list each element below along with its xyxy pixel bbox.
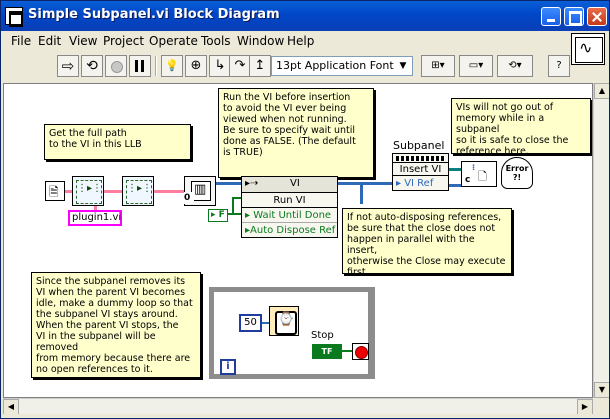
toolbar: 13pt Application Font ▼ ⊞▾ ▭▾ ⟲▾ ? [3,53,570,79]
vi-ref-wire[interactable] [449,184,461,187]
font-select-value: 13pt Application Font [276,59,394,72]
stop-condition-icon[interactable] [352,343,369,360]
note-dispose[interactable]: If not auto-disposing references, be sur… [342,208,512,278]
vi-ref-wire[interactable] [216,182,242,185]
bool-wire[interactable] [232,197,241,199]
path-wire[interactable] [104,190,122,193]
step-out-icon[interactable] [249,55,271,77]
maximize-button[interactable] [564,7,584,26]
bool-wire[interactable] [342,350,352,352]
stop-button-terminal[interactable]: TF [312,344,342,359]
reorder-icon[interactable]: ⟲▾ [497,55,533,77]
menu-tools[interactable]: Tools [201,34,231,48]
menu-operate[interactable]: Operate [149,34,198,48]
step-into-icon[interactable] [209,55,231,77]
wait-ms-icon[interactable] [269,306,299,336]
vertical-scrollbar[interactable]: ▲ ▼ [593,83,609,398]
bool-wire[interactable] [232,197,234,214]
vi-ref-wire[interactable] [338,182,392,185]
run-continuous-icon[interactable] [81,55,103,77]
vi-ref-wire[interactable] [360,182,363,204]
stop-label: Stop [311,330,334,341]
scroll-right-icon[interactable]: ▶ [577,399,593,415]
close-ref-glyph-icon: ⁝ [472,163,476,172]
build-path-icon[interactable] [122,176,154,206]
document-icon: 🗋 [478,170,487,183]
vi-ref-param: ▸ VI Ref [396,178,434,189]
menu-project[interactable]: Project [103,34,145,48]
path-wire[interactable] [94,204,97,212]
vi-connector-icon[interactable] [571,33,605,65]
close-button[interactable] [587,7,607,26]
subpanel-reference-bar [396,156,445,161]
run-vi-param-wait-until-done: ▸ Wait Until Done [242,209,337,223]
menu-help[interactable]: Help [287,34,315,48]
note-run-vi[interactable]: Run the VI before insertion to avoid the… [218,88,374,178]
highlight-execution-icon[interactable] [161,55,183,77]
plugin-path-constant[interactable]: plugin1.vi [68,210,122,226]
retain-wire-values-icon[interactable] [185,55,207,77]
block-diagram-canvas[interactable]: Get the full path to the VI in this LLB … [3,83,593,398]
subpanel-label: Subpanel [393,139,445,152]
menu-view[interactable]: View [69,34,98,48]
zero-constant[interactable]: 0 [184,192,194,204]
font-select[interactable]: 13pt Application Font ▼ [271,56,413,76]
abort-icon[interactable] [105,55,127,77]
labview-block-diagram-icon [5,7,23,27]
run-vi-invoke-node[interactable]: ▸⇢ VI Run VI ▸ Wait Until Done ▸Auto Dis… [241,176,338,238]
subpanel-ref-wire[interactable] [449,168,461,171]
align-objects-icon[interactable]: ⊞▾ [421,55,455,77]
note-dummy-loop[interactable]: Since the subpanel removes its VI when t… [31,272,201,378]
path-wire[interactable] [65,190,73,193]
scroll-up-icon[interactable]: ▲ [594,83,609,99]
run-vi-param-auto-dispose-ref: ▸Auto Dispose Ref [245,225,336,236]
close-ref-label: c [465,175,471,185]
bool-wire[interactable] [226,213,241,215]
toolbar-separator [155,56,157,76]
close-reference-icon[interactable]: ⁝ c 🗋 [461,161,497,187]
menu-edit[interactable]: Edit [38,34,62,48]
help-icon[interactable]: ? [548,55,570,77]
path-wire[interactable] [154,190,184,193]
run-vi-node-header: ▸⇢ VI [242,177,337,193]
false-constant[interactable]: ▸ F [208,209,228,222]
reference-arrow-icon: ▸⇢ [245,178,259,189]
title-bar[interactable]: Simple Subpanel.vi Block Diagram [1,1,609,31]
window-title: Simple Subpanel.vi Block Diagram [28,7,280,22]
while-loop[interactable]: 50 i Stop TF [209,287,375,379]
menu-bar: File Edit View Project Operate Tools Win… [3,31,569,52]
wait-ms-constant[interactable]: 50 [239,314,262,332]
subpanel-insert-vi-node[interactable]: Insert VI ▸ VI Ref [392,153,449,191]
note-memory[interactable]: VIs will not go out of memory while in a… [451,98,591,157]
note-full-path[interactable]: Get the full path to the VI in this LLB [44,124,191,160]
minimize-button[interactable] [541,7,561,26]
horizontal-scrollbar[interactable]: ◀ ▶ [3,398,593,415]
run-icon[interactable] [57,55,79,77]
run-vi-node-method: Run VI [242,194,337,208]
insert-vi-method: Insert VI [393,162,448,176]
scroll-down-icon[interactable]: ▼ [594,382,609,398]
open-vi-reference-icon[interactable] [184,176,216,206]
menu-window[interactable]: Window [237,34,285,48]
chevron-down-icon: ▼ [399,61,407,71]
current-vi-path-icon[interactable] [45,181,65,204]
distribute-objects-icon[interactable]: ▭▾ [459,55,493,77]
simple-error-handler-icon[interactable]: Error ?! [501,157,533,189]
strip-path-icon[interactable] [72,176,104,206]
scroll-left-icon[interactable]: ◀ [3,399,19,415]
iteration-terminal[interactable]: i [220,359,236,375]
run-vi-node-class: VI [290,178,300,189]
status-bar [3,414,609,418]
pause-icon[interactable] [129,55,151,77]
step-over-icon[interactable] [229,55,251,77]
numeric-wire[interactable] [262,322,270,324]
menu-file[interactable]: File [11,34,32,48]
